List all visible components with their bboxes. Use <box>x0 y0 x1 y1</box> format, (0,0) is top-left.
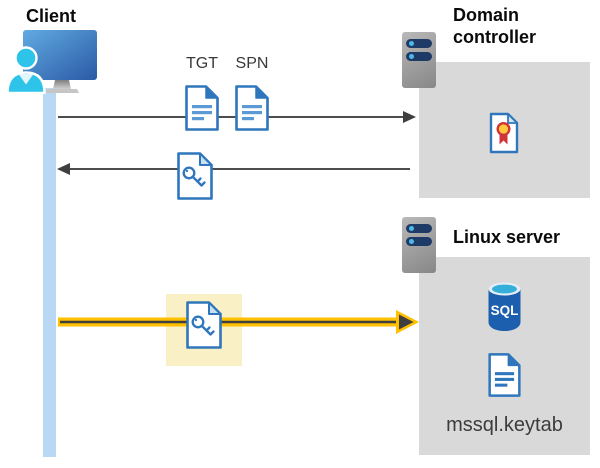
domain-controller-server-icon <box>402 32 436 88</box>
server-drive-icon <box>406 39 432 48</box>
server-drive-icon <box>406 237 432 246</box>
arrow-ticket-response <box>57 163 410 175</box>
key-glyph <box>191 315 215 336</box>
server-drive-icon <box>406 224 432 233</box>
arrow-keytab-auth <box>58 310 419 334</box>
keytab-document-icon <box>488 353 521 397</box>
key-ticket-icon-highlighted <box>186 301 222 349</box>
certificate-icon <box>489 112 519 154</box>
client-monitor-person-icon <box>6 30 97 94</box>
client-label: Client <box>26 6 77 26</box>
key-ticket-icon-return <box>177 152 213 200</box>
key-glyph <box>182 166 206 187</box>
person-icon <box>6 46 46 94</box>
ribbon <box>499 134 508 145</box>
linux-server-icon <box>402 217 436 273</box>
tgt-document-icon <box>185 85 219 131</box>
client-lifeline <box>43 88 56 457</box>
keytab-label: mssql.keytab <box>446 414 563 436</box>
monitor-base <box>45 89 79 93</box>
monitor-stand <box>53 80 71 89</box>
spn-label: SPN <box>235 55 269 72</box>
sql-database-icon: SQL <box>488 282 521 331</box>
monitor-screen <box>23 30 97 80</box>
tgt-label: TGT <box>186 55 218 72</box>
spn-document-icon <box>235 85 269 131</box>
linux-server-title: Linux server <box>453 227 561 247</box>
arrow-ticket-request <box>58 111 416 123</box>
domain-controller-title: Domain controller <box>453 5 537 47</box>
server-drive-icon <box>406 52 432 61</box>
sql-label: SQL <box>491 303 519 318</box>
